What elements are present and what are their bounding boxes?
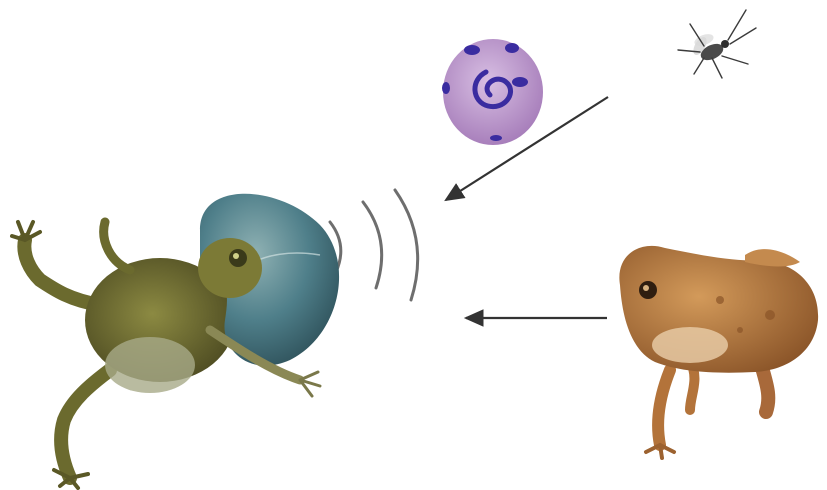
call-sound-waves <box>330 190 418 300</box>
fly-icon <box>678 10 756 78</box>
eavesdropper-toad <box>619 246 818 458</box>
parasite-micrograph <box>442 39 543 145</box>
sound-wave <box>363 202 382 288</box>
sound-wave <box>395 190 418 300</box>
calling-frog <box>12 194 339 488</box>
